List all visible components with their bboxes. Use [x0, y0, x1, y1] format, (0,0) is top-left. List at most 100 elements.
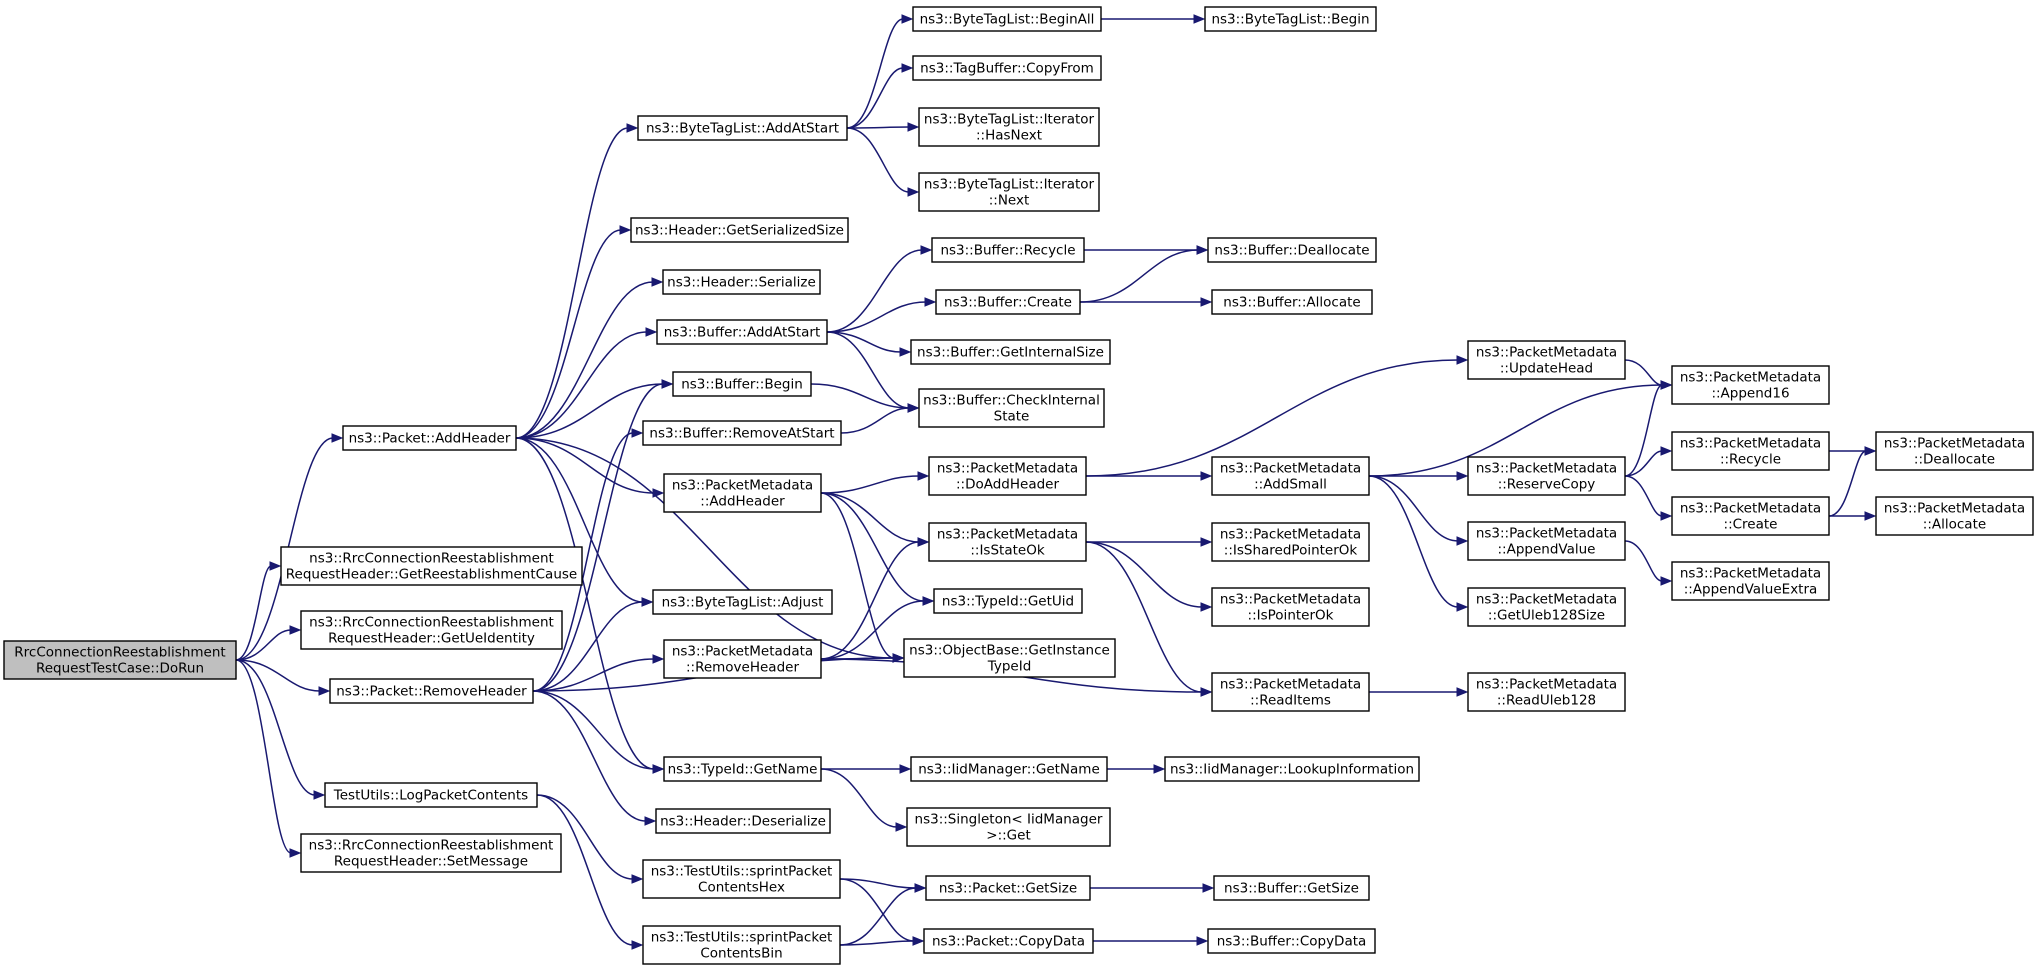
node-pm-append16[interactable]: ns3::PacketMetadata::Append16 — [1671, 365, 1830, 405]
node-label: ns3::Singleton< IidManager — [915, 812, 1103, 828]
node-typeid-getuid[interactable]: ns3::TypeId::GetUid — [933, 588, 1083, 614]
edge-pm_addheader-to-typeid_getuid — [820, 492, 935, 606]
edge-typeid_getname-to-singleton_get — [820, 768, 908, 832]
node-label: ns3::Buffer::AddAtStart — [664, 325, 821, 341]
node-pkt-copydata[interactable]: ns3::Packet::CopyData — [923, 928, 1094, 954]
node-pm-reservecopy[interactable]: ns3::PacketMetadata::ReserveCopy — [1467, 456, 1626, 496]
node-pm-isstateok[interactable]: ns3::PacketMetadata::IsStateOk — [928, 522, 1087, 562]
node-pkt-removeheader[interactable]: ns3::Packet::RemoveHeader — [329, 678, 534, 704]
node-btl-begin[interactable]: ns3::ByteTagList::Begin — [1204, 6, 1377, 32]
node-label: State — [994, 409, 1030, 425]
node-pm-appendvalue[interactable]: ns3::PacketMetadata::AppendValue — [1467, 521, 1626, 561]
node-iid-getname[interactable]: ns3::IidManager::GetName — [910, 756, 1108, 782]
node-label: RequestHeader::GetUeIdentity — [328, 631, 535, 647]
node-btl-addatstart[interactable]: ns3::ByteTagList::AddAtStart — [637, 115, 848, 141]
node-buf-getinternalsize[interactable]: ns3::Buffer::GetInternalSize — [910, 339, 1111, 365]
node-logpacket[interactable]: TestUtils::LogPacketContents — [324, 782, 538, 808]
node-typeid-getname[interactable]: ns3::TypeId::GetName — [663, 756, 822, 782]
arrowhead — [1196, 245, 1209, 255]
arrowhead — [1456, 602, 1469, 612]
node-singleton-get[interactable]: ns3::Singleton< IidManager>::Get — [906, 807, 1111, 847]
node-label: TypeId — [987, 659, 1032, 675]
node-label: ns3::ByteTagList::BeginAll — [920, 12, 1095, 28]
node-label: ::UpdateHead — [1500, 361, 1593, 377]
node-pm-issharedptrok[interactable]: ns3::PacketMetadata::IsSharedPointerOk — [1211, 522, 1370, 562]
edge-buf_addatstart-to-buf_getinternalsize — [826, 331, 912, 357]
node-hdr-serialize[interactable]: ns3::Header::Serialize — [662, 269, 821, 295]
node-label: ::Next — [989, 193, 1030, 209]
arrowhead — [895, 822, 908, 832]
node-pkt-addheader[interactable]: ns3::Packet::AddHeader — [342, 425, 517, 451]
node-buf-removeatstart[interactable]: ns3::Buffer::RemoveAtStart — [642, 420, 842, 446]
node-pm-create[interactable]: ns3::PacketMetadata::Create — [1671, 496, 1830, 536]
node-label: ::GetUleb128Size — [1488, 608, 1605, 624]
edge-iid_getname-to-iid_lookupinfo — [1106, 764, 1166, 774]
node-root[interactable]: RrcConnectionReestablishmentRequestTestC… — [3, 640, 237, 680]
node-pm-deallocate[interactable]: ns3::PacketMetadata::Deallocate — [1875, 431, 2034, 471]
node-pm-getuleb128size[interactable]: ns3::PacketMetadata::GetUleb128Size — [1467, 587, 1626, 627]
edge-btl_addatstart-to-btl_it_hasnext — [846, 122, 920, 132]
edge-pkt_addheader-to-btl_addatstart — [515, 123, 639, 439]
node-pm-recycle[interactable]: ns3::PacketMetadata::Recycle — [1671, 431, 1830, 471]
arrowhead — [619, 225, 632, 235]
node-buf-begin[interactable]: ns3::Buffer::Begin — [672, 371, 812, 397]
node-pm-appendvalueextra[interactable]: ns3::PacketMetadata::AppendValueExtra — [1671, 561, 1830, 601]
node-label: ::ReadUleb128 — [1497, 693, 1596, 709]
arrowhead — [1864, 511, 1877, 521]
node-pm-addsmall[interactable]: ns3::PacketMetadata::AddSmall — [1211, 456, 1370, 496]
arrowhead — [1200, 602, 1213, 612]
node-btl-beginall[interactable]: ns3::ByteTagList::BeginAll — [912, 6, 1102, 32]
arrowhead — [901, 63, 914, 73]
arrowhead — [313, 790, 326, 800]
node-pm-doaddheader[interactable]: ns3::PacketMetadata::DoAddHeader — [928, 456, 1087, 496]
node-tb-copyfrom[interactable]: ns3::TagBuffer::CopyFrom — [912, 55, 1102, 81]
node-label: ns3::PacketMetadata — [1680, 436, 1821, 452]
node-label: ns3::PacketMetadata — [1220, 527, 1361, 543]
node-hdr-getsersize[interactable]: ns3::Header::GetSerializedSize — [630, 217, 849, 243]
node-buf-getsize[interactable]: ns3::Buffer::GetSize — [1213, 875, 1370, 901]
node-btl-it-hasnext[interactable]: ns3::ByteTagList::Iterator::HasNext — [918, 107, 1100, 147]
node-setmessage[interactable]: ns3::RrcConnectionReestablishmentRequest… — [300, 833, 562, 873]
node-pm-readitems[interactable]: ns3::PacketMetadata::ReadItems — [1211, 672, 1370, 712]
node-label: ns3::Buffer::Deallocate — [1214, 243, 1369, 259]
node-pm-addheader[interactable]: ns3::PacketMetadata::AddHeader — [663, 473, 822, 513]
edge-btl_addatstart-to-tb_copyfrom — [846, 63, 914, 129]
arrowhead — [269, 561, 282, 571]
node-label: ns3::ByteTagList::Adjust — [662, 595, 824, 611]
node-label: ns3::Buffer::Begin — [681, 377, 803, 393]
node-buf-deallocate[interactable]: ns3::Buffer::Deallocate — [1207, 237, 1377, 263]
node-btl-adjust[interactable]: ns3::ByteTagList::Adjust — [652, 589, 833, 615]
node-label: RequestHeader::GetReestablishmentCause — [286, 567, 577, 583]
edge-tu_sprintbin-to-pkt_copydata — [839, 936, 925, 946]
edge-btl_beginall-to-btl_begin — [1101, 14, 1206, 24]
node-pkt-getsize[interactable]: ns3::Packet::GetSize — [925, 875, 1091, 901]
node-pm-updatehead[interactable]: ns3::PacketMetadata::UpdateHead — [1467, 340, 1626, 380]
arrowhead — [652, 764, 665, 774]
edge-btl_addatstart-to-btl_beginall — [846, 14, 914, 129]
node-pm-allocate[interactable]: ns3::PacketMetadata::Allocate — [1875, 496, 2034, 536]
node-pm-readuleb128[interactable]: ns3::PacketMetadata::ReadUleb128 — [1467, 672, 1626, 712]
node-buf-addatstart[interactable]: ns3::Buffer::AddAtStart — [656, 319, 828, 345]
node-pm-ispointerok[interactable]: ns3::PacketMetadata::IsPointerOk — [1211, 587, 1370, 627]
edge-root-to-get_reest_cause — [235, 561, 282, 661]
node-get-ue-identity[interactable]: ns3::RrcConnectionReestablishmentRequest… — [300, 610, 563, 650]
node-buf-recycle[interactable]: ns3::Buffer::Recycle — [931, 237, 1085, 263]
arrowhead — [899, 347, 912, 357]
node-get-reest-cause[interactable]: ns3::RrcConnectionReestablishmentRequest… — [280, 546, 583, 586]
node-label: ::Deallocate — [1914, 452, 1995, 468]
node-buf-copydata[interactable]: ns3::Buffer::CopyData — [1207, 928, 1376, 954]
node-buf-create[interactable]: ns3::Buffer::Create — [935, 289, 1081, 315]
node-btl-it-next[interactable]: ns3::ByteTagList::Iterator::Next — [918, 172, 1100, 212]
node-label: RequestHeader::SetMessage — [334, 854, 528, 870]
node-buf-allocate[interactable]: ns3::Buffer::Allocate — [1211, 289, 1373, 315]
node-pm-removeheader[interactable]: ns3::PacketMetadata::RemoveHeader — [663, 639, 822, 679]
node-hdr-deserialize[interactable]: ns3::Header::Deserialize — [655, 808, 831, 834]
node-iid-lookupinfo[interactable]: ns3::IidManager::LookupInformation — [1164, 756, 1420, 782]
edge-pm_isstateok-to-pm_ispointerok — [1085, 541, 1213, 612]
node-label: ns3::ByteTagList::Iterator — [924, 112, 1095, 128]
